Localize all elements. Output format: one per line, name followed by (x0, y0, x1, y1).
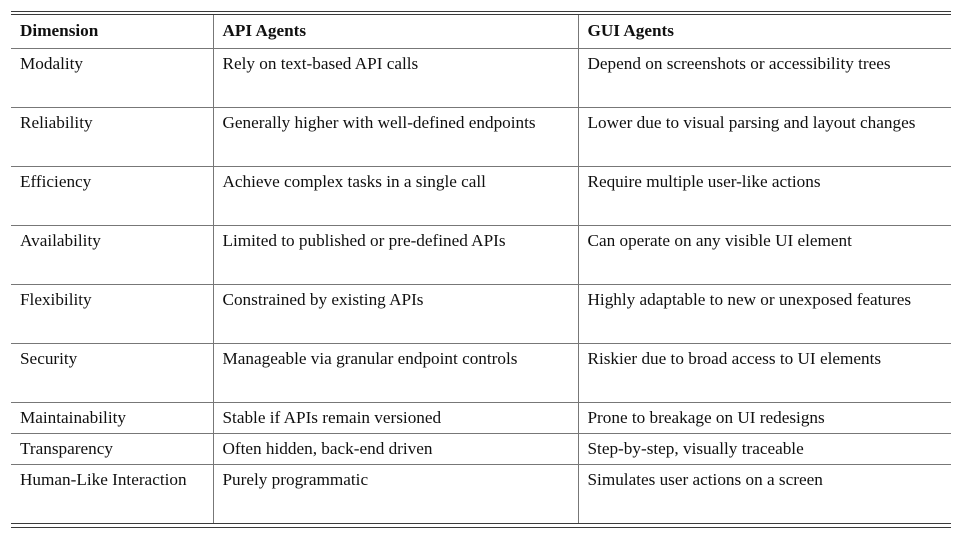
cell-api-agents: Limited to published or pre-defined APIs (213, 225, 579, 285)
api-vs-gui-agents-comparison-table: Dimension API Agents GUI Agents Modality… (11, 15, 951, 524)
cell-api-agents: Stable if APIs remain versioned (213, 402, 579, 434)
table-bottom-double-rule (11, 523, 951, 528)
cell-api-agents: Purely programmatic (213, 464, 579, 524)
cell-gui-agents: Depend on screenshots or accessibil­ity … (578, 48, 951, 108)
cell-gui-agents: Require multiple user-like actions (578, 166, 951, 226)
table-row: Flexibility Constrained by existing APIs… (11, 284, 951, 344)
cell-gui-agents: Highly adaptable to new or unex­posed fe… (578, 284, 951, 344)
table-row: Security Manageable via granular endpoin… (11, 343, 951, 403)
table-row: Efficiency Achieve complex tasks in a si… (11, 166, 951, 226)
cell-gui-agents: Step-by-step, visually traceable (578, 433, 951, 466)
column-header-api-agents: API Agents (213, 15, 579, 49)
cell-dimension: Reliability (11, 107, 214, 167)
cell-api-agents: Generally higher with well-defined endpo… (213, 107, 579, 167)
cell-dimension: Transparency (11, 433, 214, 466)
table-header: Dimension API Agents GUI Agents (11, 15, 951, 49)
cell-gui-agents: Lower due to visual parsing and lay­out … (578, 107, 951, 167)
cell-dimension: Efficiency (11, 166, 214, 226)
column-header-gui-agents: GUI Agents (578, 15, 951, 49)
cell-dimension: Security (11, 343, 214, 403)
cell-gui-agents: Riskier due to broad access to UI elemen… (578, 343, 951, 403)
cell-api-agents: Achieve complex tasks in a single call (213, 166, 579, 226)
table-row: Maintainability Stable if APIs remain ve… (11, 402, 951, 434)
table-row: Modality Rely on text-based API calls De… (11, 48, 951, 108)
cell-dimension: Flexibility (11, 284, 214, 344)
table-row: Reliability Generally higher with well-d… (11, 107, 951, 167)
cell-gui-agents: Simulates user actions on a screen (587, 470, 823, 490)
cell-gui-agents: Prone to breakage on UI redesigns (578, 402, 951, 434)
cell-api-agents: Manageable via granular endpoint control… (213, 343, 579, 403)
cell-dimension: Maintainability (11, 402, 214, 434)
table-top-double-rule (11, 11, 951, 16)
cell-dimension: Modality (11, 48, 214, 108)
cell-api-agents: Rely on text-based API calls (213, 48, 579, 108)
cell-api-agents: Often hidden, back-end driven (213, 433, 579, 466)
cell-gui-agents: Can operate on any visible UI ele­ment (578, 225, 951, 285)
cell-dimension: Availability (11, 225, 214, 285)
column-header-dimension: Dimension (11, 15, 214, 49)
table-row: Transparency Often hidden, back-end driv… (11, 433, 951, 466)
table-header-row: Dimension API Agents GUI Agents (11, 15, 951, 49)
table-body: Modality Rely on text-based API calls De… (11, 48, 951, 524)
cell-api-agents: Constrained by existing APIs (213, 284, 579, 344)
table-row: Availability Limited to published or pre… (11, 225, 951, 285)
table-row: Human-Like Inter­action Purely programma… (11, 464, 951, 524)
comparison-table-container: Dimension API Agents GUI Agents Modality… (11, 11, 951, 528)
cell-dimension: Human-Like Inter­action (11, 464, 214, 524)
